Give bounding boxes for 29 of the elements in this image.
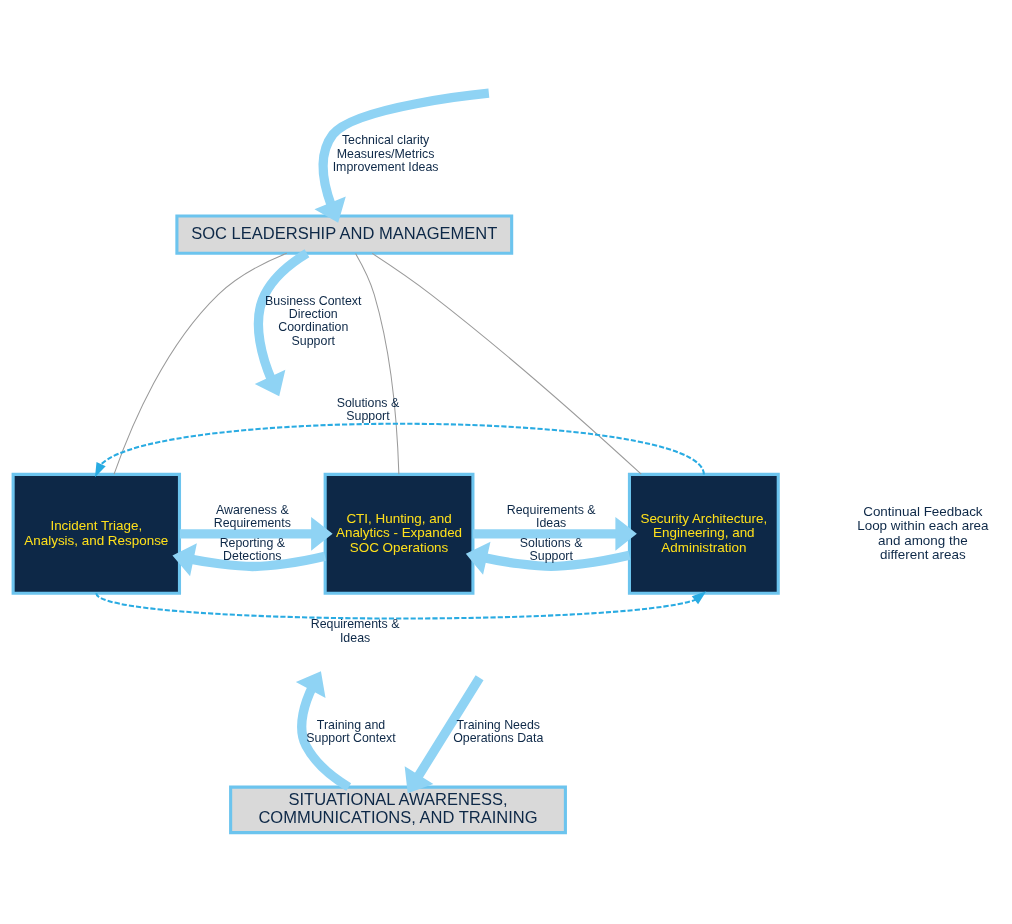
connector (371, 252, 642, 475)
edge-label: Training and Support Context (305, 717, 396, 745)
node-box: CTI, Hunting, and Analytics - Expanded SOC Operations (323, 472, 474, 595)
arrow (253, 248, 309, 396)
arrow (95, 590, 706, 619)
arrow (472, 516, 637, 551)
edge-label: Solutions & Support (519, 535, 582, 563)
node-box: Incident Triage, Analysis, and Response (11, 472, 181, 595)
label: Continual Feedback Loop within each area and among the different areas (856, 503, 989, 562)
arrow (295, 670, 351, 791)
arrow (465, 541, 630, 575)
edge-label: Business Context Direction Coordination Support (264, 293, 361, 348)
edge-label: Requirements & Ideas (506, 502, 596, 530)
edge-label: Solutions & Support (336, 395, 399, 423)
connector (113, 252, 287, 475)
node-box: SITUATIONAL AWARENESS, COMMUNICATIONS, AND TRAINING (228, 785, 567, 834)
node-box: Security Architecture, Engineering, and Administration (627, 472, 780, 595)
connector (354, 252, 399, 475)
edge-label: Technical clarity Measures/Metrics Improvement Ideas (332, 132, 439, 174)
edge-label: Awareness & Requirements (213, 502, 291, 530)
arrow (314, 88, 489, 223)
edge-label: Reporting & Detections (219, 535, 285, 563)
edge-label: Requirements & Ideas (310, 616, 399, 645)
arrow (171, 542, 326, 576)
edge-label: Training Needs Operations Data (452, 717, 543, 745)
arrow (94, 422, 705, 477)
arrow (404, 674, 484, 793)
node-box: SOC LEADERSHIP AND MANAGEMENT (174, 214, 513, 255)
arrow (179, 516, 333, 551)
